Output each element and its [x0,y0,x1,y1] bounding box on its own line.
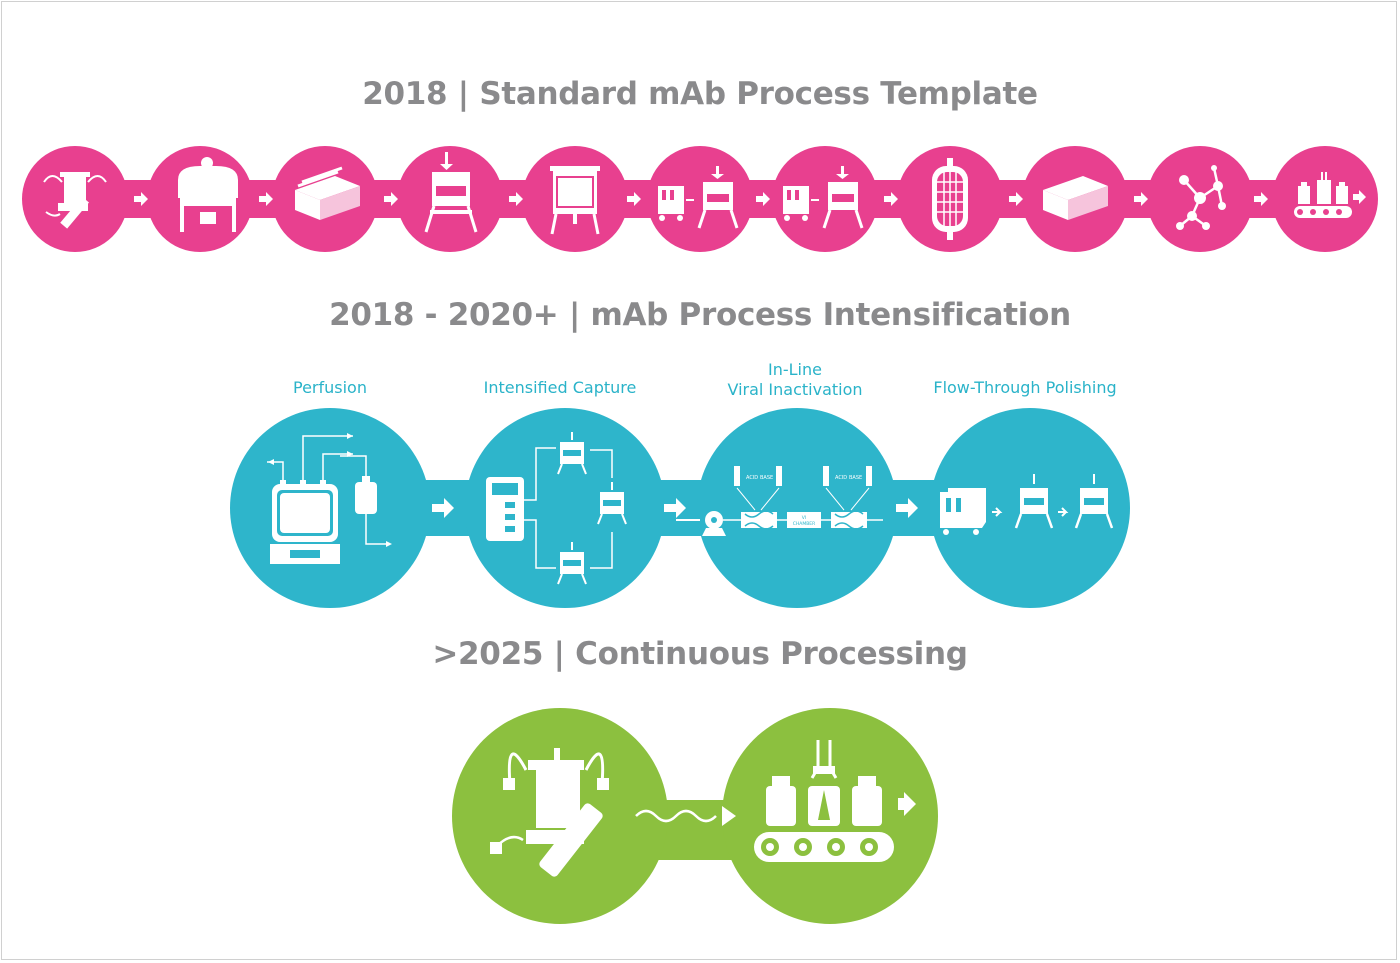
base-label-2: BASE [849,475,862,481]
base-label-1: BASE [760,475,773,481]
inline-vi-icon [676,466,883,536]
continuous-flow-icon [635,806,736,826]
tff-cassette-icon [1043,176,1108,220]
acid-label-1: ACID [746,475,758,481]
heading-continuous: >2025 | Continuous Processing [432,636,968,672]
chromatography-column-icon [424,152,478,233]
uf-skid-column-icon [658,166,739,229]
acid-label-2: ACID [835,475,847,481]
heading-intensification: 2018 - 2020+ | mAb Process Intensificati… [329,297,1071,333]
standard-arrows [134,192,1268,206]
label-flow-through: Flow-Through Polishing [933,378,1117,397]
viral-filter-icon [932,158,968,240]
multicolumn-capture-icon [486,432,627,585]
vi-chamber-label-1: VI [802,515,806,521]
fill-finish-icon [1294,172,1366,218]
label-inline-line2: Viral Inactivation [727,380,863,399]
bioreactor-seed-icon [43,172,107,229]
continuous-upstream-icon [490,748,609,877]
perfusion-bioreactor-icon [267,433,392,564]
uf-skid-column-icon-2 [783,166,864,229]
flow-through-polishing-icon [940,474,1114,535]
hold-tank-icon [550,166,600,235]
depth-filter-icon [295,166,360,220]
heading-standard: 2018 | Standard mAb Process Template [362,76,1038,112]
intensified-arrows [432,498,918,518]
label-intensified-capture: Intensified Capture [483,378,637,397]
label-inline-line1: In-Line [768,360,822,379]
vi-chamber-label-2: CHAMBER [793,521,816,527]
molecule-icon [1176,165,1226,230]
continuous-fill-icon [754,740,916,862]
harvest-tank-icon [178,157,238,232]
label-perfusion: Perfusion [293,378,367,397]
